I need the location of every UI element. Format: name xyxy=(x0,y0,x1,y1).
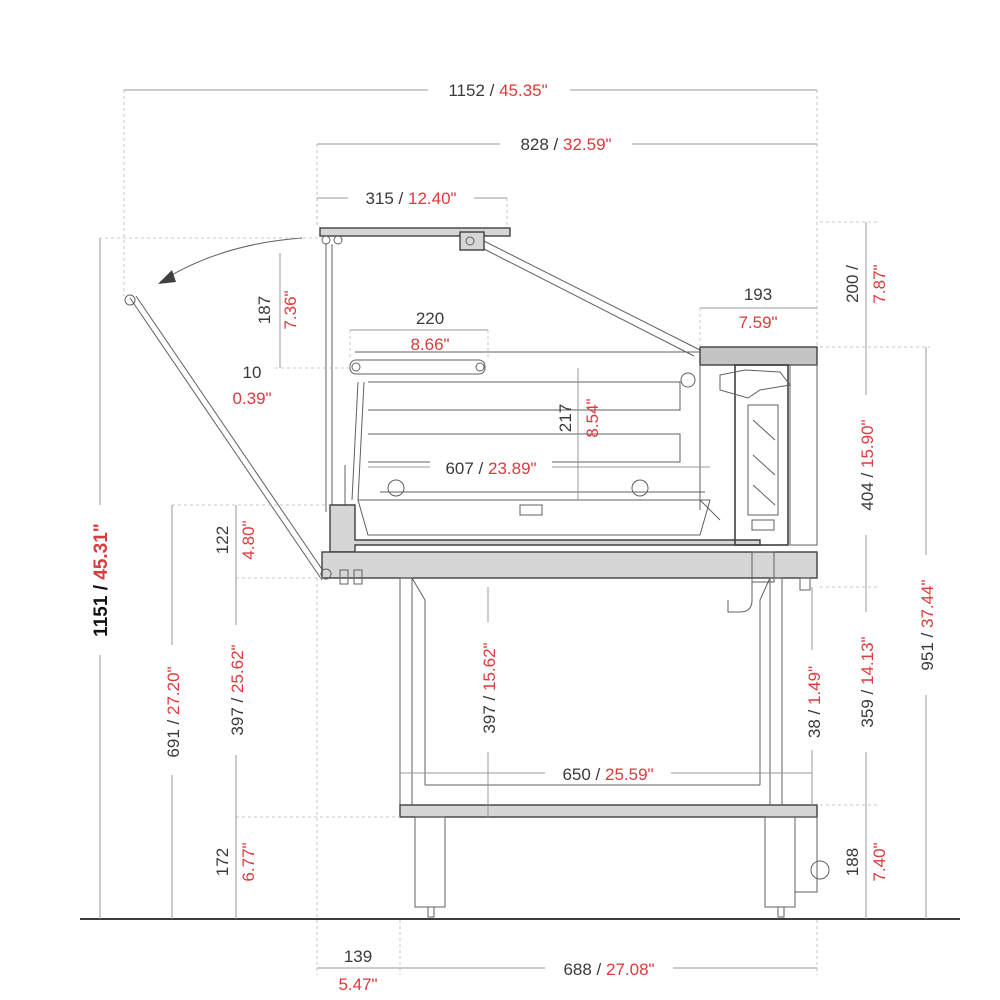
dim-stand-height-center: 397 / 15.62" xyxy=(480,642,499,733)
stand-leg-rear xyxy=(769,577,783,807)
dim-stand-height-left: 397 / 25.62" xyxy=(228,644,247,735)
foot-front xyxy=(414,816,446,908)
dim-shelf-width-in: 8.66" xyxy=(410,335,449,354)
dim-shelf-thick: 38 / 1.49" xyxy=(805,666,824,738)
swing-arc xyxy=(159,237,303,283)
dim-glass-drop-mm: 187 xyxy=(255,296,274,324)
display-case-body xyxy=(124,227,830,918)
dim-base-width: 688 / 27.08" xyxy=(563,960,654,979)
dim-top-shelf: 315 / 12.40" xyxy=(365,189,456,208)
dim-glass-width: 828 / 32.59" xyxy=(520,135,611,154)
extension-lines xyxy=(100,90,930,975)
inner-shelf xyxy=(349,359,486,375)
dim-well-width: 607 / 23.89" xyxy=(445,459,536,478)
dim-shelf-width-mm: 220 xyxy=(416,309,444,328)
glass-bracket xyxy=(459,231,485,251)
dim-rear-panel: 404 / 15.90" xyxy=(858,419,877,510)
dim-rear-counter-mm: 193 xyxy=(744,285,772,304)
dim-front-band-mm: 122 xyxy=(213,526,232,554)
dim-shelf-gap-in: 0.39" xyxy=(232,389,271,408)
dim-foot-height-l-mm: 172 xyxy=(213,848,232,876)
dim-front-band-in: 4.80" xyxy=(239,520,258,559)
dimension-labels: 1152 / 45.35" 828 / 32.59" 315 / 12.40" … xyxy=(232,78,778,994)
base-tank xyxy=(329,504,761,553)
well-pan xyxy=(357,499,711,536)
bottom-shelf xyxy=(399,804,818,818)
dim-front-offset-mm: 139 xyxy=(344,947,372,966)
lid-hinge-icon xyxy=(124,294,136,306)
dim-front-offset-in: 5.47" xyxy=(338,975,377,994)
drain-pipe xyxy=(751,551,775,583)
foot-rear xyxy=(764,816,796,908)
dim-front-base: 691 / 27.20" xyxy=(164,666,183,757)
valve-icon xyxy=(810,860,830,880)
stand-leg-front xyxy=(399,577,413,807)
rear-counter xyxy=(699,346,818,366)
vertical-labels: 187 7.36" 217 8.54" 200 / 7.87" 404 / 15… xyxy=(88,264,938,882)
dim-inner-height-in: 8.54" xyxy=(583,398,602,437)
dim-rear-counter-in: 7.59" xyxy=(738,313,777,332)
dim-counter-height: 951 / 37.44" xyxy=(918,579,937,670)
dim-shelf-gap-mm: 10 xyxy=(243,363,262,382)
dim-rear-lower: 359 / 14.13" xyxy=(858,636,877,727)
top-rail xyxy=(319,227,511,237)
dim-stand-width: 650 / 25.59" xyxy=(562,765,653,784)
dim-foot-height-r-in: 7.40" xyxy=(870,842,889,881)
open-glass-lid xyxy=(129,297,323,581)
dim-top-rise: 200 / xyxy=(843,265,862,303)
dim-inner-height-mm: 217 xyxy=(556,404,575,432)
lower-frame xyxy=(321,551,818,579)
dim-total-height: 1151 / 45.31" xyxy=(91,523,112,637)
dim-overall-width: 1152 / 45.35" xyxy=(448,81,547,100)
dim-top-rise-in: 7.87" xyxy=(870,264,889,303)
dim-foot-height-l-in: 6.77" xyxy=(239,842,258,881)
dim-foot-height-r-mm: 188 xyxy=(843,848,862,876)
dim-glass-drop-in: 7.36" xyxy=(281,290,300,329)
rear-control-panel xyxy=(734,364,789,546)
